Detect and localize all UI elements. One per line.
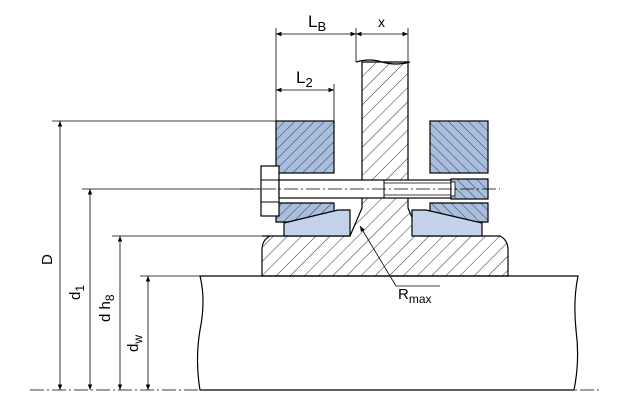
right-thrust-ring [429, 120, 489, 223]
label-x: x [378, 14, 385, 30]
shaft [196, 275, 579, 391]
hub-section [261, 59, 509, 277]
label-l2: L2 [296, 68, 313, 90]
extension-lines [52, 28, 409, 277]
label-d-big: D [39, 254, 56, 265]
inner-ring [283, 209, 483, 237]
label-d1: d1 [67, 285, 87, 300]
dimension-labels: LB x L2 D d1 d h8 dw Rmax [39, 12, 432, 352]
left-thrust-ring [275, 120, 335, 223]
label-dh8: d h8 [97, 294, 117, 322]
dimension-lines [57, 31, 440, 390]
centerlines [30, 188, 600, 391]
label-dw: dw [125, 335, 145, 352]
label-lb: LB [308, 12, 326, 34]
label-rmax: Rmax [398, 286, 432, 306]
